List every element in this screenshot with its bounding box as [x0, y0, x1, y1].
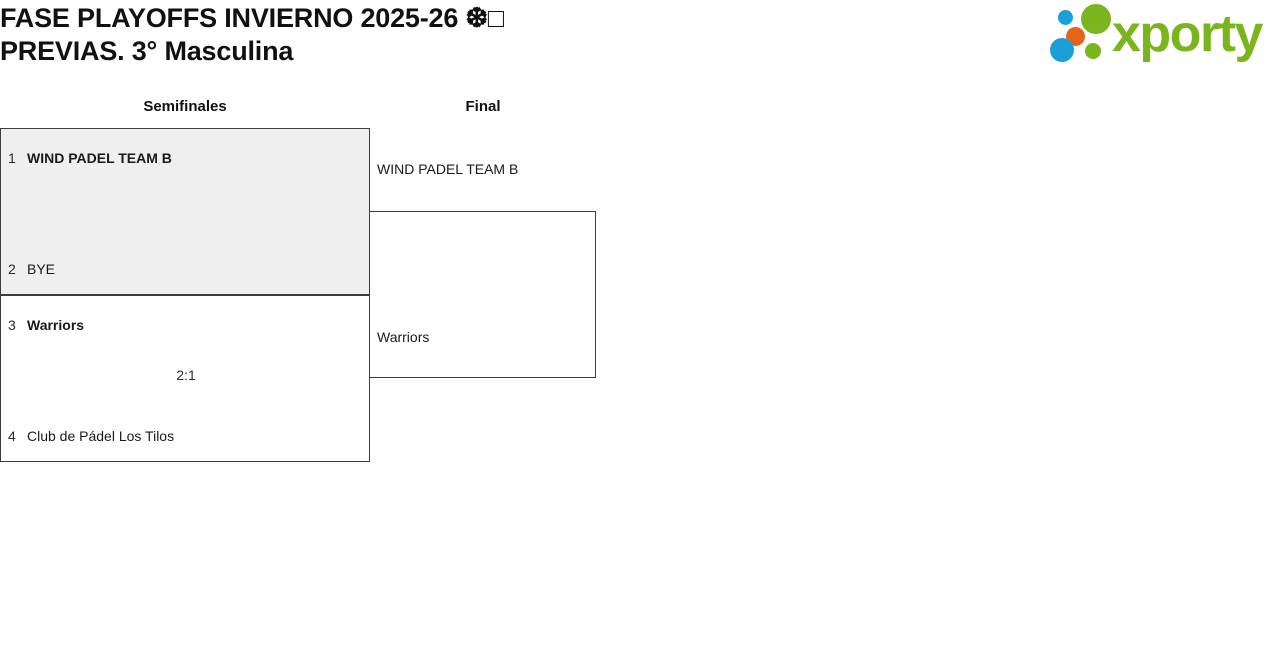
match-score: 2:1 — [176, 367, 196, 383]
logo-dot-blue-large-icon — [1050, 38, 1074, 62]
team-name: Warriors — [27, 317, 85, 333]
match-semifinal-2[interactable]: 3 Warriors 2:1 4 Club de Pádel Los Tilos — [0, 295, 370, 462]
match-semifinal-1[interactable]: 1 WIND PADEL TEAM B 2 BYE — [0, 128, 370, 295]
team-name: Club de Pádel Los Tilos — [27, 428, 175, 444]
logo-dot-green-large-icon — [1081, 4, 1111, 34]
team-name: WIND PADEL TEAM B — [27, 150, 172, 166]
team-seed: 4 — [8, 428, 16, 444]
team-seed: 1 — [8, 150, 16, 166]
logo-dot-blue-small-icon — [1058, 10, 1073, 25]
match-team-row[interactable]: 3 Warriors — [1, 312, 369, 338]
match-team-row[interactable]: 2 BYE — [1, 256, 369, 282]
round-header-semifinals: Semifinales — [143, 98, 227, 115]
page-header: FASE PLAYOFFS INVIERNO 2025-26 ❆□ PREVIA… — [0, 0, 1280, 84]
team-seed: 2 — [8, 261, 16, 277]
logo-dot-green-small-icon — [1085, 43, 1101, 59]
team-seed: 3 — [8, 317, 16, 333]
final-team-name-bottom: Warriors — [377, 329, 430, 345]
page-title: FASE PLAYOFFS INVIERNO 2025-26 ❆□ PREVIA… — [0, 3, 504, 66]
team-name: BYE — [27, 261, 56, 277]
logo-wordmark: xporty — [1112, 5, 1263, 63]
final-team-name-top: WIND PADEL TEAM B — [377, 161, 519, 177]
match-final[interactable] — [369, 211, 596, 378]
xporty-logo[interactable]: xporty — [1048, 2, 1276, 64]
match-team-row[interactable]: 4 Club de Pádel Los Tilos — [1, 423, 369, 449]
round-header-final: Final — [465, 98, 501, 115]
match-team-row[interactable]: 1 WIND PADEL TEAM B — [1, 145, 369, 171]
logo-dots-icon — [1048, 2, 1114, 64]
